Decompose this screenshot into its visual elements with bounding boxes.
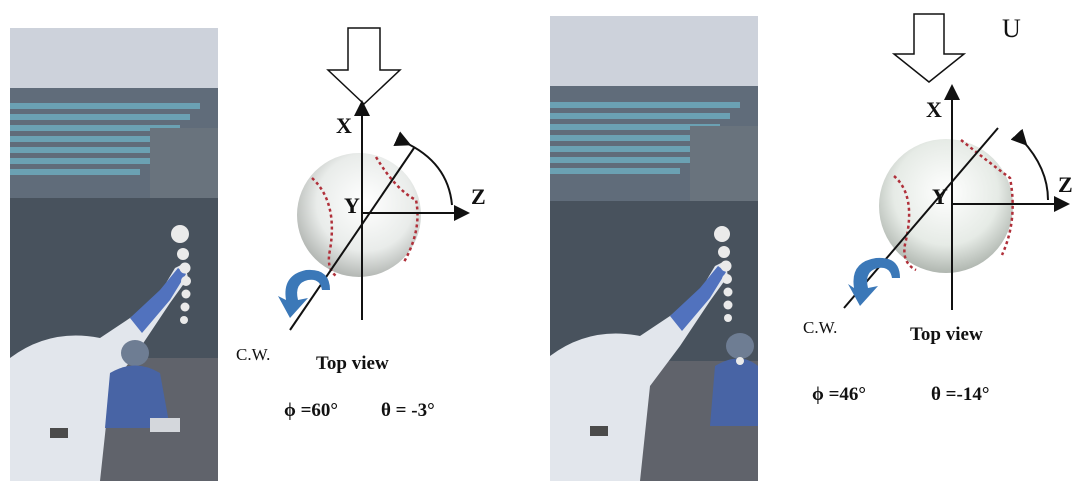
- phi-value: ϕ =60°: [284, 400, 339, 421]
- axis-x-label: X: [336, 113, 352, 138]
- axis-z-label: Z: [1058, 172, 1072, 197]
- baseball: [879, 139, 1013, 273]
- axis-z-label: Z: [471, 184, 486, 209]
- pitching-photo-left: [10, 28, 218, 481]
- rotation-label: C.W.: [236, 345, 271, 364]
- right-panel: U X Y Z C.W. Top view ϕ =46° θ =-14°: [540, 0, 1072, 481]
- rotation-arrow: [848, 257, 900, 306]
- ball-diagram-right: U X Y Z C.W. Top view ϕ =46° θ =-14°: [766, 0, 1072, 481]
- theta-value: θ =-14°: [931, 384, 990, 405]
- rotation-arrow: [278, 269, 330, 318]
- view-label: Top view: [910, 324, 983, 345]
- pitching-photo-right: [550, 16, 758, 481]
- left-panel: X Y Z C.W. Top view ϕ =60° θ = -3°: [10, 0, 536, 481]
- flow-arrow: [326, 27, 402, 106]
- axis-y-label: Y: [932, 184, 948, 209]
- axis-y-label: Y: [344, 193, 360, 218]
- flow-arrow: [891, 13, 967, 83]
- axis-x-label: X: [926, 97, 942, 122]
- ball-diagram-left: X Y Z C.W. Top view ϕ =60° θ = -3°: [226, 0, 536, 481]
- view-label: Top view: [316, 353, 389, 374]
- rotation-label: C.W.: [803, 318, 838, 337]
- theta-value: θ = -3°: [381, 400, 435, 421]
- phi-value: ϕ =46°: [812, 384, 867, 405]
- flow-label: U: [1002, 14, 1021, 43]
